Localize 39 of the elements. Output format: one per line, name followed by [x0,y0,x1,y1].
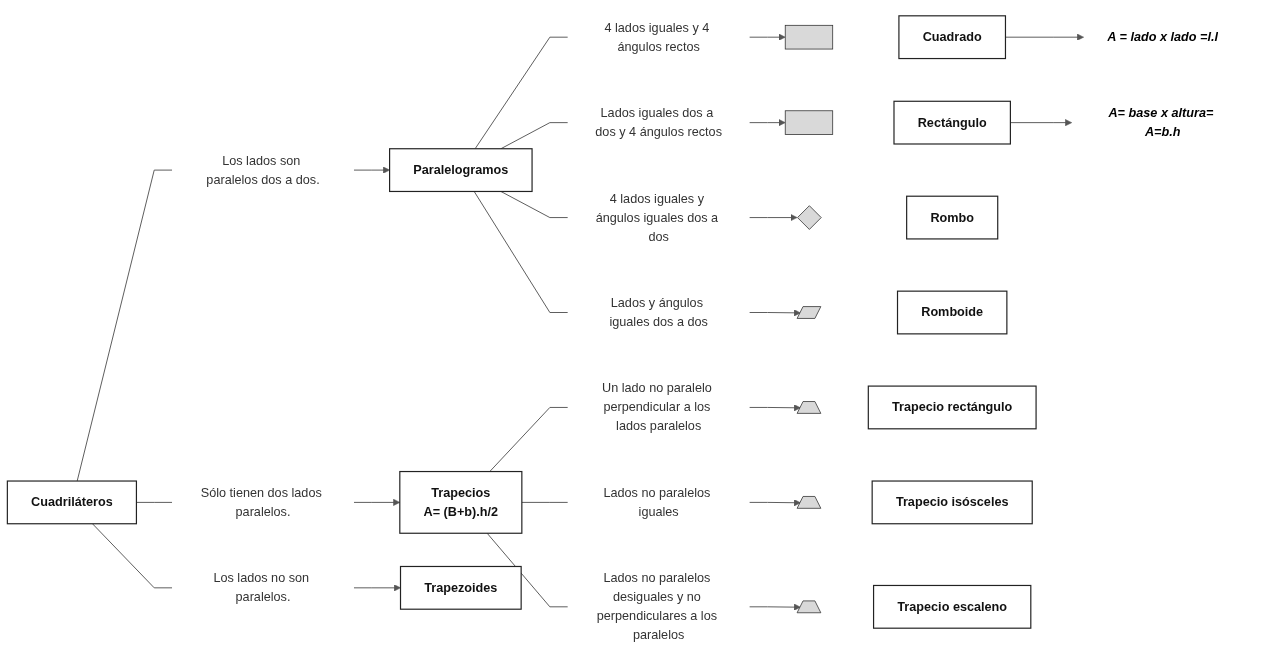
connector [473,191,569,313]
node-box: Trapecio rectángulo [867,385,1037,430]
connector [474,36,569,150]
node-box: Rombo [906,195,999,240]
connector [489,406,569,472]
node-text: Sólo tienen dos lados paralelos. [200,485,322,519]
node-text: Los lados no son paralelos. [213,571,310,604]
node-trapezoid [796,496,822,509]
node-trapezoid [796,401,822,414]
node-text: 4 lados iguales y 4 ángulos rectos [604,20,710,54]
connector [500,191,569,219]
node-text: Lados no paralelos desiguales y no perpendiculares a los paralelos [596,571,718,642]
node-box: Cuadrado [898,15,1007,60]
node-box: Rectángulo [893,100,1011,145]
node-text: 4 lados iguales y ángulos iguales dos a dos [595,191,719,243]
connector [521,501,569,503]
node-text: Un lado no paralelo perpendicular a los lados paralelos [601,381,712,433]
node-trapezoid [796,600,822,614]
node-box: Paralelogramos [389,148,533,193]
node-box [784,110,834,135]
node-box: Trapezoides [399,565,522,610]
node-text: A= base x altura= A=b.h [1108,106,1214,139]
node-box: Cuadriláteros [6,480,138,525]
node-diamond [797,205,822,230]
node-box: Trapecio isósceles [871,480,1033,525]
node-box [784,24,834,50]
connector [486,532,569,608]
node-text: Lados iguales dos a dos y 4 ángulos rectos [595,106,722,139]
node-text: A = lado x lado =l.l [1107,30,1218,44]
node-box: Trapecio escaleno [872,584,1032,629]
node-text: Lados y ángulos iguales dos a dos [609,295,708,329]
connector [92,523,173,589]
node-box: Trapecios A= (B+b).h/2 [399,470,523,534]
node-text: Los lados son paralelos dos a dos. [206,153,320,186]
node-text: Lados no paralelos iguales [603,485,711,519]
connector [500,122,569,150]
node-box: Romboide [896,290,1008,335]
connector [76,169,173,482]
node-parallelogram [796,306,822,319]
